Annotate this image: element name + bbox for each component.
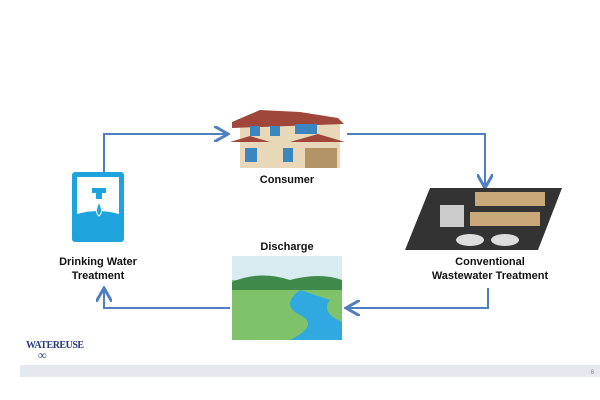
river-landscape-image bbox=[232, 256, 342, 340]
drinking-water-icon bbox=[72, 172, 124, 242]
discharge-label: Discharge bbox=[260, 241, 314, 253]
arrow-to-drinking-water bbox=[104, 290, 230, 309]
arrow-to-discharge bbox=[348, 288, 489, 308]
house-icon bbox=[230, 110, 345, 168]
drinking-water-label: Drinking Water Treatment bbox=[40, 255, 156, 283]
label-line: Drinking Water bbox=[59, 256, 137, 268]
wastewater-plant-icon bbox=[405, 188, 562, 250]
label-line: Wastewater Treatment bbox=[431, 270, 549, 282]
arrow-to-consumer bbox=[103, 134, 226, 172]
arrow-to-wastewater bbox=[347, 133, 485, 186]
consumer-label: Consumer bbox=[259, 174, 315, 186]
label-line: Conventional bbox=[455, 256, 525, 268]
logo-text: WATEREUSE bbox=[26, 340, 84, 351]
footer-bar bbox=[20, 365, 600, 377]
label-line: Treatment bbox=[71, 270, 125, 282]
watereuse-logo: WATEREUSE∞ bbox=[26, 340, 84, 362]
wastewater-label: Conventional Wastewater Treatment bbox=[420, 255, 560, 283]
page-number: 6 bbox=[590, 370, 594, 376]
